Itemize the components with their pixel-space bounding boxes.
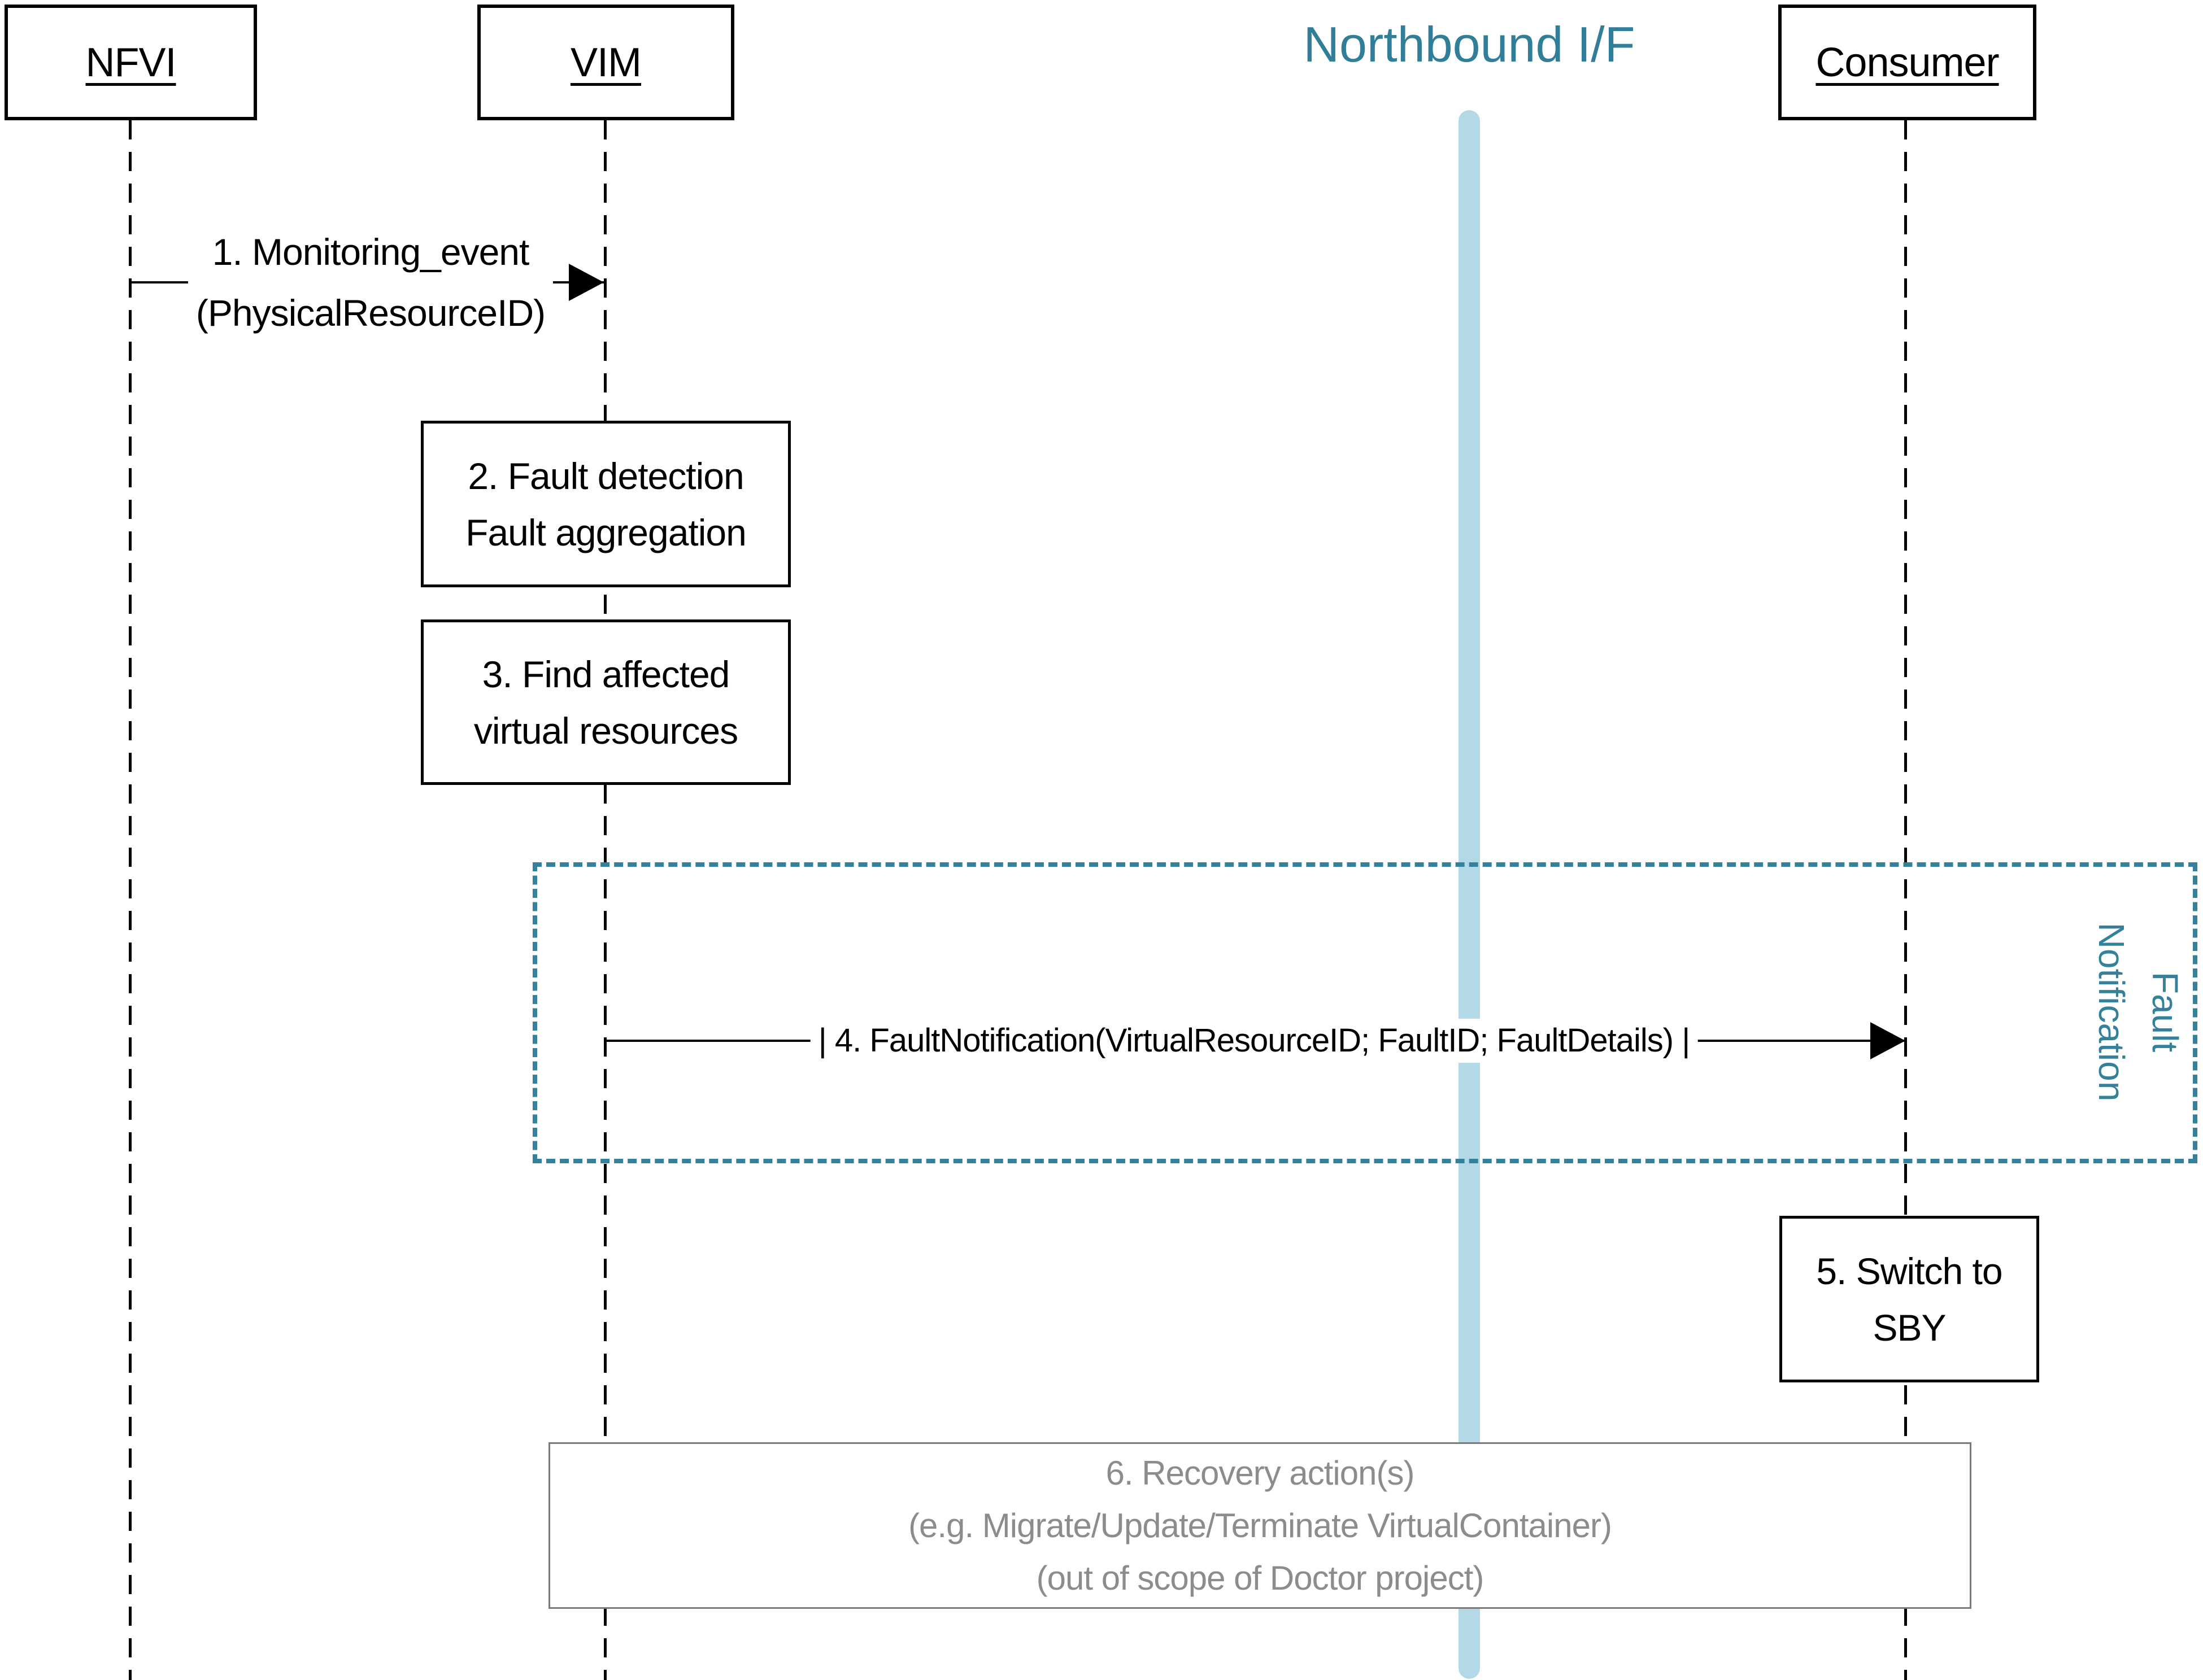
- lifeline-vim: [604, 120, 607, 1680]
- activity-box3-line1: 3. Find affected: [482, 653, 730, 695]
- message1-label-line1: 1. Monitoring_event: [212, 231, 530, 273]
- message4-label: | 4. FaultNotification(VirtualResourceID…: [810, 1019, 1698, 1063]
- activity-box-find-affected: 3. Find affected virtual resources: [421, 619, 791, 785]
- message1-label: 1. Monitoring_event (PhysicalResourceID): [188, 221, 554, 343]
- fault-notification-label-line1: Fault: [2145, 971, 2185, 1053]
- lifeline-consumer: [1904, 120, 1907, 1680]
- activity-box-fault-detection: 2. Fault detection Fault aggregation: [421, 421, 791, 587]
- activity-box3-line2: virtual resources: [473, 709, 738, 752]
- actor-box-consumer: Consumer: [1778, 5, 2036, 120]
- activity-box-switch-to-sby: 5. Switch to SBY: [1779, 1216, 2039, 1382]
- message4-arrowhead-icon: [1870, 1022, 1905, 1059]
- fault-notification-label-line2: Notification: [2091, 922, 2132, 1102]
- activity-box-recovery-action: 6. Recovery action(s) (e.g. Migrate/Upda…: [548, 1442, 1971, 1609]
- actor-name-nfvi: NFVI: [85, 40, 176, 85]
- northbound-interface-line: [1458, 110, 1480, 1679]
- message1-arrowhead-icon: [569, 264, 604, 301]
- lifeline-nfvi: [129, 120, 132, 1680]
- northbound-interface-title: Northbound I/F: [1303, 16, 1635, 72]
- activity-box6-line2: (e.g. Migrate/Update/Terminate VirtualCo…: [908, 1507, 1612, 1544]
- activity-box2-line1: 2. Fault detection: [468, 455, 744, 497]
- actor-box-nfvi: NFVI: [5, 5, 257, 120]
- actor-name-vim: VIM: [570, 40, 642, 85]
- fault-notification-frame: [533, 862, 2197, 1163]
- activity-box2-line2: Fault aggregation: [465, 511, 747, 553]
- activity-box6-line3: (out of scope of Doctor project): [1036, 1559, 1484, 1597]
- activity-box6-line1: 6. Recovery action(s): [1105, 1454, 1415, 1492]
- activity-box5-line2: SBY: [1873, 1306, 1946, 1349]
- actor-name-consumer: Consumer: [1815, 40, 1999, 85]
- fault-notification-frame-label: Fault Notification: [2084, 854, 2192, 1170]
- message1-label-line2: (PhysicalResourceID): [195, 292, 546, 334]
- actor-box-vim: VIM: [477, 5, 734, 120]
- activity-box5-line1: 5. Switch to: [1816, 1250, 2002, 1292]
